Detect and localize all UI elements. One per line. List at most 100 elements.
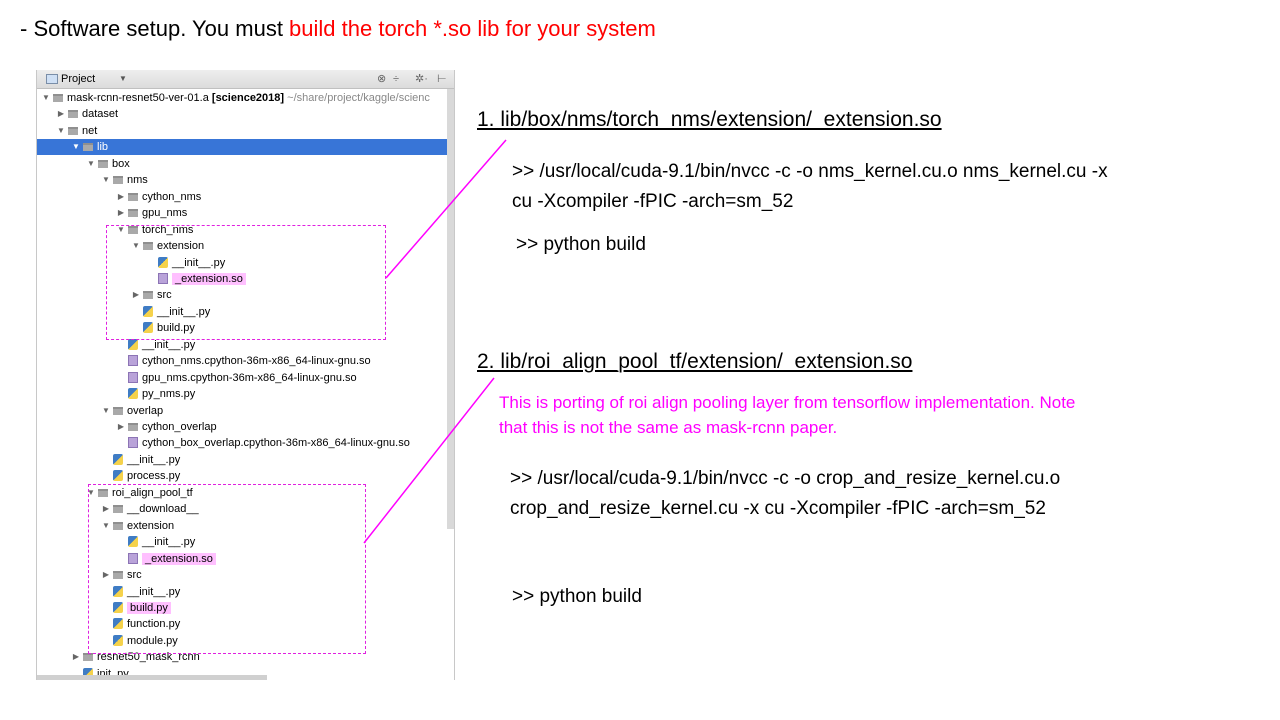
chevron-down-icon[interactable]: ▼ bbox=[87, 158, 95, 168]
tree-file-row[interactable]: __init__.py bbox=[114, 337, 195, 353]
tree-item-label: __init__.py bbox=[157, 305, 211, 318]
chevron-right-icon[interactable]: ▶ bbox=[102, 504, 110, 514]
tree-item-label: cython_nms.cpython-36m-x86_64-linux-gnu.… bbox=[142, 355, 371, 368]
tree-file-row[interactable]: __init__.py bbox=[144, 255, 225, 271]
tree-file-row[interactable]: build.py bbox=[129, 320, 195, 336]
chevron-down-icon[interactable]: ▼ bbox=[57, 125, 65, 135]
tree-folder-row[interactable]: ▶resnet50_mask_rcnn bbox=[69, 649, 200, 665]
tree-folder-row[interactable]: ▶ dataset bbox=[54, 106, 118, 122]
chevron-right-icon[interactable]: ▶ bbox=[117, 422, 125, 431]
target-icon[interactable]: ⊗ bbox=[377, 73, 387, 85]
tree-item-label: dataset bbox=[82, 108, 119, 121]
section-2-note: This is porting of roi align pooling lay… bbox=[499, 390, 1075, 440]
tree-item-label: cython_box_overlap.cpython-36m-x86_64-li… bbox=[142, 437, 410, 450]
tree-folder-row[interactable]: ▶ src bbox=[129, 287, 172, 303]
torch-nms-highlight-box bbox=[106, 225, 386, 340]
tree-folder-row[interactable]: ▶src bbox=[99, 567, 142, 583]
tree-item-label: net bbox=[82, 124, 98, 137]
section-2-command-line-1: >> /usr/local/cuda-9.1/bin/nvcc -c -o cr… bbox=[510, 468, 1061, 489]
tree-folder-row[interactable]: ▶gpu_nms bbox=[114, 205, 187, 221]
tree-file-row[interactable]: _extension.so bbox=[114, 551, 216, 567]
tree-folder-row[interactable]: ▼ net bbox=[54, 123, 97, 139]
tree-item-label: module.py bbox=[127, 634, 178, 647]
tree-item-label: __init__.py bbox=[142, 536, 196, 549]
library-file-icon bbox=[128, 355, 138, 367]
tree-item-label: __init__.py bbox=[127, 453, 181, 466]
tree-folder-row[interactable]: ▼lib bbox=[37, 139, 447, 156]
tree-folder-row[interactable]: ▼overlap bbox=[99, 403, 163, 419]
tree-file-row[interactable]: __init__.py bbox=[99, 584, 180, 600]
tree-file-row[interactable]: module.py bbox=[99, 633, 178, 649]
chevron-down-icon[interactable]: ▼ bbox=[117, 224, 125, 234]
tree-file-row[interactable]: build.py bbox=[99, 600, 171, 616]
tree-folder-row[interactable]: ▼ extension bbox=[99, 518, 174, 534]
tree-item-label: src bbox=[157, 289, 172, 302]
tree-item-label: roi_align_pool_tf bbox=[112, 486, 193, 499]
tree-item-label: function.py bbox=[127, 618, 181, 631]
folder-icon bbox=[113, 571, 123, 580]
folder-icon bbox=[128, 192, 138, 201]
python-file-icon bbox=[128, 388, 138, 400]
collapse-icon[interactable]: ÷ bbox=[393, 73, 400, 85]
section-1-command: >> /usr/local/cuda-9.1/bin/nvcc -c -o nm… bbox=[512, 157, 1108, 217]
python-file-icon bbox=[83, 667, 93, 679]
tree-item-label: build.py bbox=[127, 601, 171, 614]
chevron-down-icon[interactable]: ▼ bbox=[87, 487, 95, 497]
tree-folder-row[interactable]: ▶cython_nms bbox=[114, 189, 201, 205]
tree-file-row[interactable]: cython_nms.cpython-36m-x86_64-linux-gnu.… bbox=[114, 353, 371, 369]
tree-file-row[interactable]: py_nms.py bbox=[114, 386, 195, 402]
chevron-down-icon[interactable]: ▼ bbox=[72, 142, 80, 152]
tree-folder-row[interactable]: ▼ roi_align_pool_tf bbox=[84, 485, 193, 501]
tree-folder-row[interactable]: ▼extension bbox=[129, 238, 204, 254]
folder-icon bbox=[113, 521, 123, 530]
tree-folder-row[interactable]: ▼torch_nms bbox=[114, 222, 193, 238]
python-file-icon bbox=[113, 634, 123, 646]
tree-folder-row[interactable]: ▼box bbox=[84, 156, 130, 172]
tree-file-row[interactable]: __init__.py bbox=[129, 304, 210, 320]
tree-folder-row[interactable]: ▶cython_overlap bbox=[114, 419, 217, 435]
vertical-scrollbar[interactable] bbox=[447, 89, 454, 529]
chevron-down-icon[interactable]: ▼ bbox=[42, 93, 50, 102]
tree-item-label: mask-rcnn-resnet50-ver-01.a bbox=[67, 92, 209, 104]
tree-item-label: extension bbox=[127, 519, 175, 532]
gear-icon[interactable]: ✲· bbox=[415, 73, 428, 85]
chevron-down-icon[interactable]: ▼ bbox=[102, 520, 110, 530]
chevron-down-icon[interactable]: ▼ bbox=[132, 241, 140, 251]
project-panel-title[interactable]: Project bbox=[61, 73, 96, 85]
section-2-command: >> /usr/local/cuda-9.1/bin/nvcc -c -o cr… bbox=[510, 464, 1060, 524]
hide-icon[interactable]: ⊢ bbox=[437, 73, 447, 85]
section-1-title: 1. lib/box/nms/torch_nms/extension/_exte… bbox=[477, 108, 942, 131]
chevron-right-icon[interactable]: ▶ bbox=[57, 109, 65, 119]
tree-file-row[interactable]: process.py bbox=[99, 468, 180, 484]
tree-file-row[interactable]: function.py bbox=[99, 616, 180, 632]
chevron-right-icon[interactable]: ▶ bbox=[117, 208, 125, 218]
tree-file-row[interactable]: gpu_nms.cpython-36m-x86_64-linux-gnu.so bbox=[114, 370, 357, 386]
chevron-down-icon[interactable]: ▼ bbox=[119, 74, 127, 83]
chevron-down-icon[interactable]: ▼ bbox=[102, 405, 110, 415]
section-2-note-line-2: that this is not the same as mask-rcnn p… bbox=[499, 418, 838, 437]
library-file-icon bbox=[158, 272, 168, 284]
section-2-command-line-2: crop_and_resize_kernel.cu -x cu -Xcompil… bbox=[510, 498, 1046, 519]
folder-icon bbox=[98, 488, 108, 497]
tree-folder-row[interactable]: ▼mask-rcnn-resnet50-ver-01.a [science201… bbox=[39, 90, 430, 106]
heading-prefix: - Software setup. You must bbox=[20, 16, 290, 41]
tree-file-row[interactable]: _extension.so bbox=[144, 271, 246, 287]
tree-folder-row[interactable]: ▼ nms bbox=[99, 172, 148, 188]
tree-file-row[interactable]: cython_box_overlap.cpython-36m-x86_64-li… bbox=[114, 435, 410, 451]
tree-file-row[interactable]: __init__.py bbox=[99, 452, 180, 468]
chevron-right-icon[interactable]: ▶ bbox=[117, 191, 125, 201]
chevron-right-icon[interactable]: ▶ bbox=[102, 570, 110, 580]
chevron-right-icon[interactable]: ▶ bbox=[72, 652, 80, 662]
section-1-command-line-1: >> /usr/local/cuda-9.1/bin/nvcc -c -o nm… bbox=[512, 161, 1108, 182]
tree-file-row[interactable]: __init__.py bbox=[114, 534, 195, 550]
section-2-note-line-1: This is porting of roi align pooling lay… bbox=[499, 393, 1076, 412]
folder-icon bbox=[68, 126, 78, 135]
folder-icon bbox=[113, 406, 123, 415]
chevron-right-icon[interactable]: ▶ bbox=[132, 290, 140, 300]
tree-folder-row[interactable]: ▶__download__ bbox=[99, 501, 199, 517]
tree-item-label: nms bbox=[127, 174, 148, 187]
connector-line-2 bbox=[363, 377, 495, 544]
horizontal-scrollbar[interactable] bbox=[37, 675, 267, 680]
chevron-down-icon[interactable]: ▼ bbox=[102, 175, 110, 185]
